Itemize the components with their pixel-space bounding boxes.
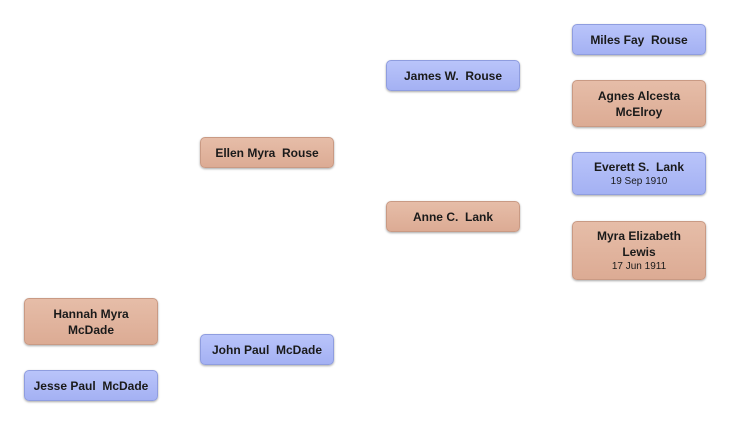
person-name: Everett S. Lank	[593, 160, 685, 174]
person-card-james-w-rouse[interactable]: James W. Rouse	[386, 60, 520, 91]
person-date: 19 Sep 1910	[610, 176, 668, 187]
person-card-hannah-myra-mcdade[interactable]: Hannah Myra McDade	[24, 298, 158, 345]
person-card-everett-s-lank[interactable]: Everett S. Lank 19 Sep 1910	[572, 152, 706, 195]
person-name: Jesse Paul McDade	[33, 378, 149, 393]
person-card-anne-c-lank[interactable]: Anne C. Lank	[386, 201, 520, 232]
person-card-ellen-myra-rouse[interactable]: Ellen Myra Rouse	[200, 137, 334, 168]
person-card-john-paul-mcdade[interactable]: John Paul McDade	[200, 334, 334, 365]
person-name: Ellen Myra Rouse	[215, 145, 319, 160]
person-name: Agnes Alcesta McElroy	[597, 88, 681, 119]
person-name: John Paul McDade	[211, 342, 323, 357]
person-date: 17 Jun 1911	[611, 261, 667, 272]
person-name: Hannah Myra McDade	[53, 306, 129, 337]
person-name: James W. Rouse	[403, 68, 503, 83]
person-card-miles-fay-rouse[interactable]: Miles Fay Rouse	[572, 24, 706, 55]
person-name: Myra Elizabeth Lewis	[596, 229, 682, 259]
person-card-myra-elizabeth-lewis[interactable]: Myra Elizabeth Lewis 17 Jun 1911	[572, 221, 706, 280]
person-name: Anne C. Lank	[412, 209, 493, 224]
person-card-agnes-alcesta-mcelroy[interactable]: Agnes Alcesta McElroy	[572, 80, 706, 127]
person-card-jesse-paul-mcdade[interactable]: Jesse Paul McDade	[24, 370, 158, 401]
person-name: Miles Fay Rouse	[590, 32, 688, 47]
